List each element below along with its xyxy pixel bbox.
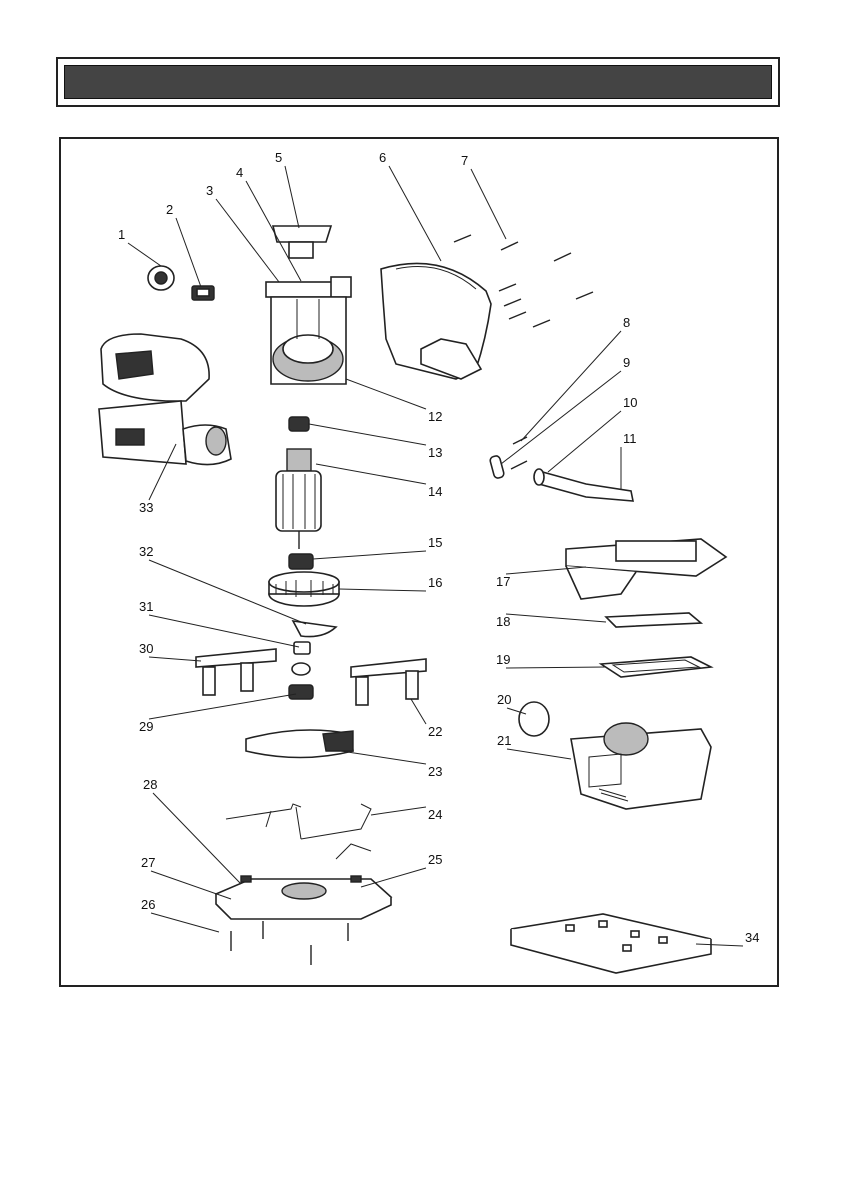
callout-31: 31 bbox=[139, 599, 153, 614]
leader-line-24 bbox=[371, 807, 426, 815]
exploded-parts-diagram: 1234567891011121314151617181920212223242… bbox=[61, 139, 781, 989]
part-18-paper bbox=[606, 613, 701, 627]
part-20-o-ring bbox=[519, 702, 549, 736]
part-12-motor bbox=[266, 277, 351, 384]
callout-25: 25 bbox=[428, 852, 442, 867]
callout-11: 11 bbox=[623, 431, 637, 446]
callout-9: 9 bbox=[623, 355, 630, 370]
callout-12: 12 bbox=[428, 409, 442, 424]
callout-22: 22 bbox=[428, 724, 442, 739]
leader-line-6 bbox=[389, 166, 441, 261]
callout-5: 5 bbox=[275, 150, 282, 165]
callout-18: 18 bbox=[496, 614, 510, 629]
callout-14: 14 bbox=[428, 484, 442, 499]
part-15-bearing bbox=[289, 554, 313, 569]
title-frame bbox=[56, 57, 780, 107]
leader-line-30 bbox=[149, 657, 201, 661]
part-13-bearing bbox=[289, 417, 309, 431]
part-10-11-tube bbox=[534, 469, 633, 501]
leader-line-26 bbox=[151, 913, 219, 932]
part-29-bearing bbox=[289, 685, 313, 699]
part-33-assembled-sander bbox=[99, 334, 231, 465]
callout-16: 16 bbox=[428, 575, 442, 590]
callout-1: 1 bbox=[118, 227, 125, 242]
callout-23: 23 bbox=[428, 764, 442, 779]
part-6-housing bbox=[381, 263, 491, 379]
part-14-armature bbox=[276, 449, 321, 549]
callout-27: 27 bbox=[141, 855, 155, 870]
leader-line-27 bbox=[151, 871, 231, 899]
part-25-base-pad bbox=[216, 876, 391, 919]
callout-3: 3 bbox=[206, 183, 213, 198]
leader-line-5 bbox=[285, 166, 299, 228]
callout-15: 15 bbox=[428, 535, 442, 550]
leader-line-14 bbox=[316, 464, 426, 484]
leader-line-10 bbox=[548, 411, 621, 472]
callout-6: 6 bbox=[379, 150, 386, 165]
callout-4: 4 bbox=[236, 165, 243, 180]
part-19-filter bbox=[601, 657, 711, 677]
leader-line-29 bbox=[149, 694, 296, 719]
callout-17: 17 bbox=[496, 574, 510, 589]
part-21-dust-box bbox=[571, 723, 711, 809]
callout-20: 20 bbox=[497, 692, 511, 707]
callout-26: 26 bbox=[141, 897, 155, 912]
leader-line-1 bbox=[128, 243, 161, 266]
callout-8: 8 bbox=[623, 315, 630, 330]
callout-24: 24 bbox=[428, 807, 442, 822]
part-5-cap bbox=[273, 226, 331, 258]
leader-line-18 bbox=[506, 614, 606, 622]
callout-32: 32 bbox=[139, 544, 153, 559]
leader-line-19 bbox=[506, 667, 606, 668]
callout-19: 19 bbox=[496, 652, 510, 667]
callout-34: 34 bbox=[745, 930, 759, 945]
leader-line-2 bbox=[176, 218, 201, 287]
part-31-nut bbox=[294, 642, 310, 654]
part-26-screws bbox=[231, 921, 348, 965]
leader-line-28 bbox=[153, 793, 241, 884]
parts-artwork bbox=[99, 226, 726, 973]
part-23-base-collar bbox=[246, 730, 353, 758]
leader-line-3 bbox=[216, 199, 279, 282]
leader-line-9 bbox=[501, 371, 621, 464]
leader-line-15 bbox=[313, 551, 426, 559]
leader-line-7 bbox=[471, 169, 506, 239]
leader-line-22 bbox=[411, 699, 426, 724]
part-2-switch bbox=[192, 286, 214, 300]
callout-10: 10 bbox=[623, 395, 637, 410]
title-bar bbox=[64, 65, 772, 99]
part-17-cover bbox=[566, 539, 726, 599]
part-22-bracket bbox=[351, 659, 426, 705]
leader-line-13 bbox=[309, 424, 426, 445]
callout-13: 13 bbox=[428, 445, 442, 460]
callout-33: 33 bbox=[139, 500, 153, 515]
leader-line-12 bbox=[346, 379, 426, 409]
callout-29: 29 bbox=[139, 719, 153, 734]
part-32-counterweight bbox=[293, 621, 336, 637]
leader-line-31 bbox=[149, 615, 299, 647]
callout-7: 7 bbox=[461, 153, 468, 168]
callout-30: 30 bbox=[139, 641, 153, 656]
callout-28: 28 bbox=[143, 777, 157, 792]
leader-line-21 bbox=[507, 749, 571, 759]
callout-21: 21 bbox=[497, 733, 511, 748]
part-30-bracket bbox=[196, 649, 276, 695]
part-16-fan bbox=[269, 572, 339, 606]
part-24-springs bbox=[226, 804, 371, 859]
leader-line-16 bbox=[339, 589, 426, 591]
leader-line-23 bbox=[341, 751, 426, 764]
leader-line-25 bbox=[361, 868, 426, 887]
part-1-ring bbox=[148, 266, 174, 290]
leader-line-8 bbox=[521, 331, 621, 441]
part-34-clamp-plate bbox=[511, 914, 711, 973]
callout-2: 2 bbox=[166, 202, 173, 217]
